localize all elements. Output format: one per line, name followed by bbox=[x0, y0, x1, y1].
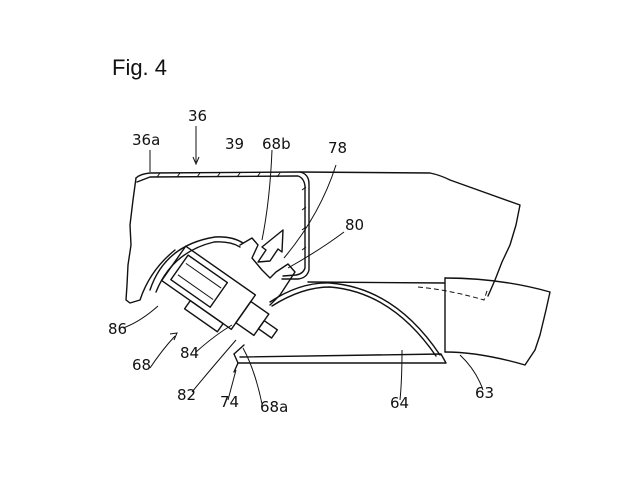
actuator-cover bbox=[149, 236, 244, 291]
figure-title: Fig. 4 bbox=[112, 55, 168, 80]
label-78: 78 bbox=[328, 139, 348, 157]
label-82: 82 bbox=[177, 386, 197, 404]
actuator-68 bbox=[160, 245, 279, 339]
label-86: 86 bbox=[108, 320, 128, 338]
lower-lip-74 bbox=[233, 344, 245, 373]
panel-36-inner-skin bbox=[136, 175, 306, 277]
label-68a: 68a bbox=[260, 398, 289, 416]
label-84: 84 bbox=[180, 344, 200, 362]
duct-63 bbox=[444, 277, 551, 366]
panel-36-outline bbox=[135, 171, 521, 297]
base-plate bbox=[233, 353, 447, 364]
panel-36-hatch bbox=[156, 172, 307, 251]
label-68: 68 bbox=[132, 356, 152, 374]
label-68b: 68b bbox=[262, 135, 291, 153]
panel-left-edge bbox=[125, 177, 176, 304]
deployment-arrow bbox=[257, 229, 284, 263]
label-36a: 36a bbox=[132, 131, 161, 149]
dome-64 bbox=[269, 282, 441, 356]
label-63: 63 bbox=[475, 384, 495, 402]
panel-36-outer-right-wall bbox=[281, 171, 310, 280]
label-64: 64 bbox=[390, 394, 410, 412]
label-74: 74 bbox=[220, 393, 240, 411]
label-36: 36 bbox=[188, 107, 208, 125]
actuator-cover-inner bbox=[155, 241, 241, 293]
hidden-line bbox=[417, 286, 489, 301]
dome-64-inner bbox=[271, 286, 437, 357]
leader-lines bbox=[122, 126, 484, 405]
label-39: 39 bbox=[225, 135, 245, 153]
bracket-68b bbox=[239, 237, 296, 306]
label-80: 80 bbox=[345, 216, 365, 234]
